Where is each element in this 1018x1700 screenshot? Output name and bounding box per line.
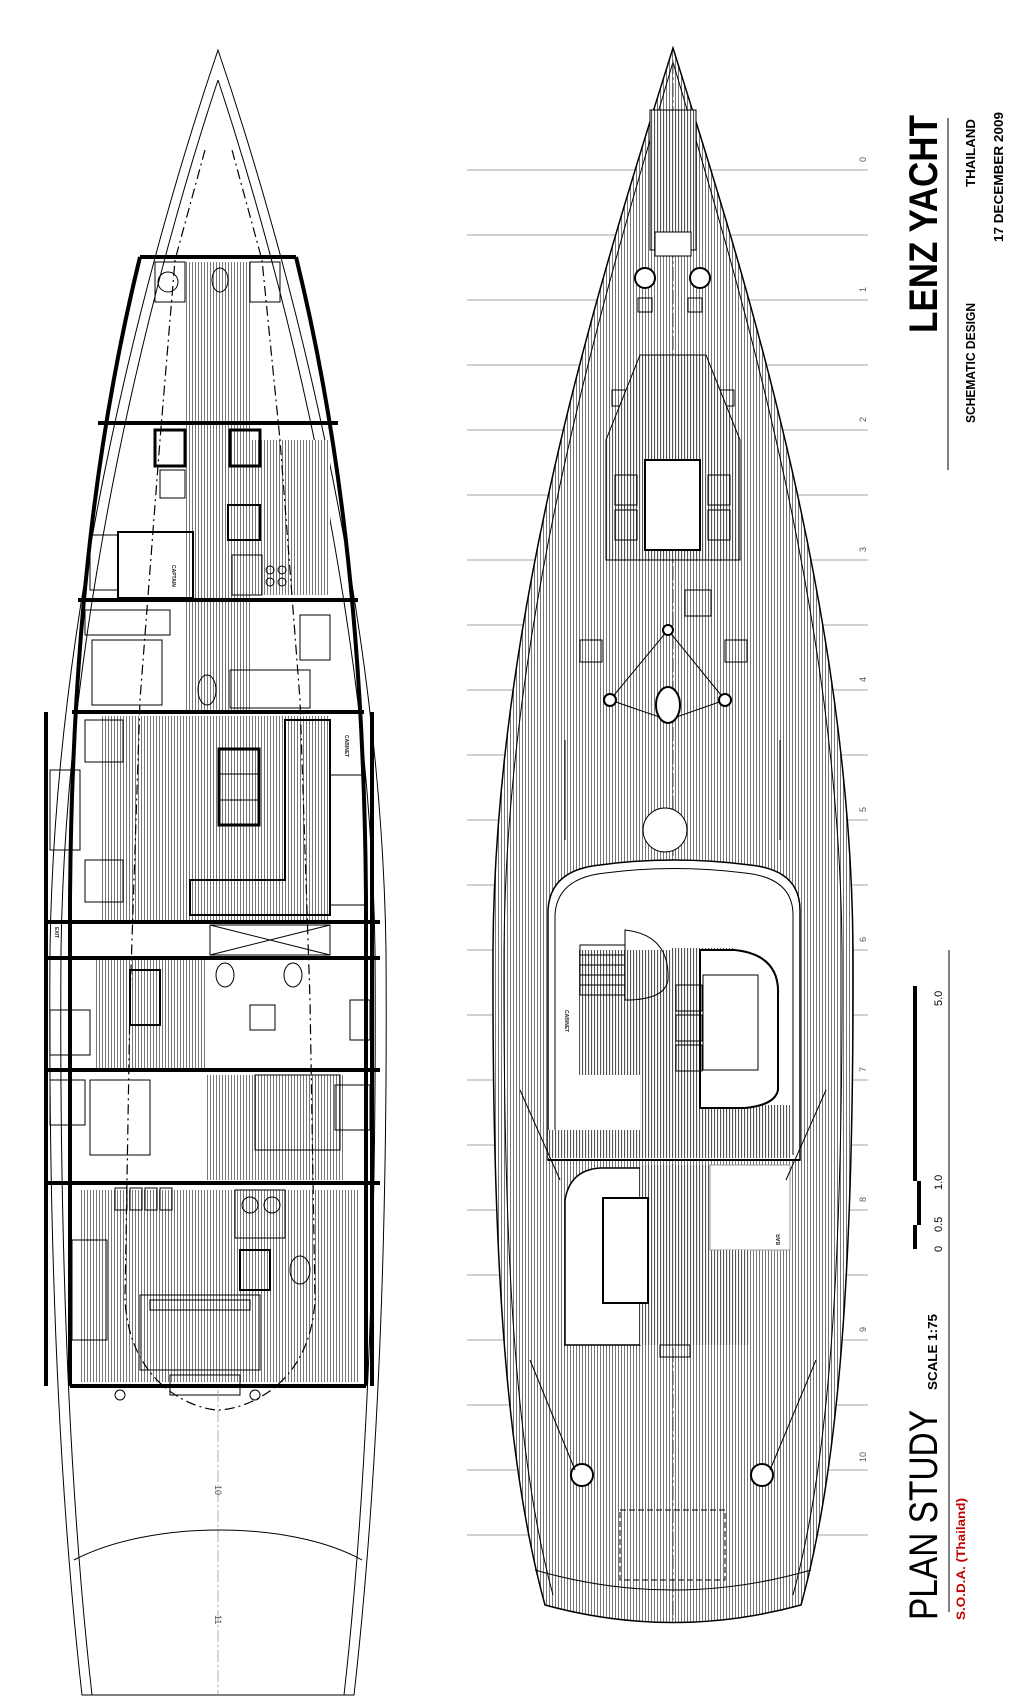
windlass-icon <box>634 267 656 289</box>
label-exit: EXIT <box>53 927 59 938</box>
station-label: 8 <box>858 1197 868 1202</box>
mast-icon <box>642 807 688 853</box>
label-captain: CAPTAIN <box>170 565 176 587</box>
location-label: THAILAND <box>963 119 978 187</box>
furniture <box>49 261 371 1401</box>
station-label: 6 <box>858 937 868 942</box>
deck-toe-rail <box>503 61 843 1596</box>
scale-bar-label: 5.0 <box>933 991 945 1006</box>
winch-icon <box>750 1463 774 1487</box>
lazarette-hatch <box>619 1509 726 1581</box>
station-label: 7 <box>858 1067 868 1072</box>
windlass-icon <box>689 267 711 289</box>
station-label: 1 <box>858 287 868 292</box>
deckhouse-sofa <box>699 949 780 1109</box>
bowsprit <box>649 109 697 251</box>
interior-plan: CAPTAIN CABINET EXIT 10 11 <box>44 48 387 1696</box>
scale-bar-label: 0.5 <box>933 1217 945 1232</box>
station-label: 3 <box>858 547 868 552</box>
phase-label: SCHEMATIC DESIGN <box>963 303 978 423</box>
title-block: LENZ YACHT SCHEMATIC DESIGN THAILAND 17 … <box>902 112 1006 1620</box>
station-label: 10 <box>858 1452 868 1462</box>
transom-curve <box>73 1529 363 1561</box>
station-label: 0 <box>858 157 868 162</box>
mast-rigging <box>603 624 732 724</box>
guest-cabin-floor <box>205 1075 345 1180</box>
deckhouse-projection <box>124 149 316 1411</box>
winch-icon <box>570 1463 594 1487</box>
project-title: LENZ YACHT <box>902 115 946 333</box>
guest-corridor-floor <box>95 960 205 1070</box>
stair-icon <box>579 929 669 1001</box>
forward-hatch <box>644 459 701 551</box>
deck-plan: BAR CABINET <box>492 45 854 1624</box>
station-label: 5 <box>858 807 868 812</box>
hull-liner <box>68 256 368 1386</box>
drawing-title: PLAN STUDY <box>902 1410 946 1620</box>
station-label: 4 <box>858 677 868 682</box>
saloon-floor <box>100 716 330 920</box>
owner-cabin-floor <box>80 1190 360 1382</box>
label-cabinet: CABINET <box>343 735 349 757</box>
scale-bar: 0 0.5 1.0 5.0 <box>913 986 945 1252</box>
interior-station-label: 10 <box>213 1485 223 1495</box>
bulkheads <box>44 255 380 1388</box>
scale-bar-label: 1.0 <box>933 1175 945 1190</box>
interior-station-label: 11 <box>213 1615 223 1624</box>
label-cabinet: CABINET <box>563 1010 569 1032</box>
label-bar: BAR <box>776 1234 782 1245</box>
forward-corridor-floor <box>186 262 250 712</box>
scale-label: SCALE 1:75 <box>925 1314 940 1390</box>
date-label: 17 DECEMBER 2009 <box>991 112 1006 242</box>
station-label: 2 <box>858 417 868 422</box>
scale-bar-label: 0 <box>933 1246 945 1252</box>
forward-deck-saloon <box>605 354 741 561</box>
firm-name: S.O.D.A. (Thailand) <box>954 1498 968 1620</box>
deckhouse-interior-floor <box>548 950 670 1158</box>
aft-seat <box>602 1197 649 1304</box>
station-label: 9 <box>858 1327 868 1332</box>
forepeak-hatch <box>654 231 692 257</box>
